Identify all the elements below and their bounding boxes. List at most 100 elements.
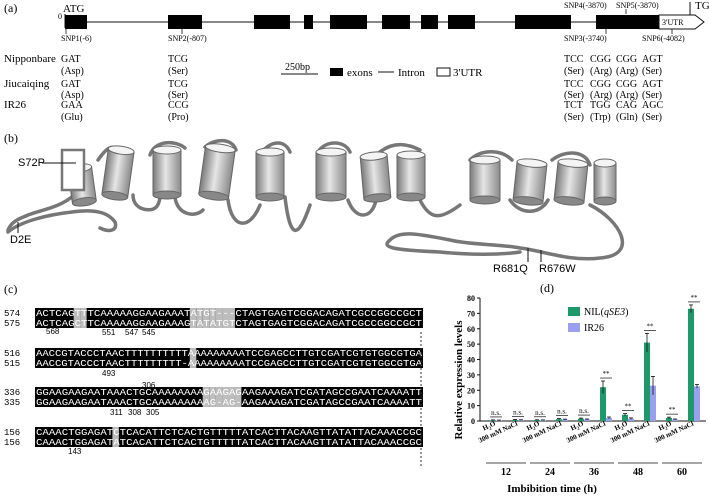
snp1-label: SNP1(-6)	[61, 34, 92, 43]
position-mark: 568	[46, 327, 60, 336]
significance-label: **	[669, 406, 677, 414]
codon: GAT	[61, 79, 80, 90]
variant-highlight	[196, 308, 203, 318]
panel-c-label: (c)	[4, 282, 17, 296]
codon: TCC	[564, 79, 584, 90]
codon: TCC	[564, 54, 584, 65]
variant-highlight	[228, 397, 235, 407]
position-mark: 306	[142, 381, 156, 390]
variant-highlight	[189, 308, 197, 318]
codon: CCG	[168, 100, 189, 111]
amino-acid: (Ser)	[642, 112, 662, 123]
bar-ir26	[672, 419, 678, 421]
legend-utr-label: 3'UTR	[453, 67, 483, 79]
amino-acid: (Pro)	[168, 112, 189, 123]
variety-nipponbare: Nipponbare	[4, 53, 56, 65]
amino-acid: (Ser)	[642, 66, 662, 77]
variety-ir26: IR26	[4, 99, 27, 111]
panel-c-alignment: (c) 574 ACTCAGTTTCAAAAAGGAAGAAATATGT---CT…	[4, 282, 423, 468]
panel-a-label: (a)	[4, 1, 17, 15]
amino-acid: (Ser)	[642, 90, 662, 101]
variant-highlight	[202, 387, 210, 397]
codon: CAG	[616, 100, 637, 111]
variant-highlight	[73, 308, 81, 318]
n-terminal-tail	[6, 209, 118, 234]
variant-highlight	[215, 387, 223, 397]
y-axis-title: Relative expression levels	[453, 320, 465, 440]
variant-highlight	[73, 318, 81, 328]
seq-text: CAAACTGGAGATCTCACATTCTCACTGTTTTTATCACTTA…	[36, 428, 422, 438]
variant-highlight	[209, 397, 216, 407]
codon: AGT	[642, 54, 663, 65]
seq-text: GGAAGAAGAATAAACTGCAAAAAAAAGAAGAGAAGAAAGA…	[36, 388, 422, 398]
bar-nil	[666, 417, 672, 421]
group-label: 24	[545, 467, 555, 478]
snp4-label: SNP4(-3870)	[564, 1, 607, 10]
c-terminal-tail	[385, 203, 624, 261]
utr-box-label: 3'UTR	[662, 18, 684, 27]
seq-number: 335	[4, 398, 20, 408]
variant-highlight	[112, 437, 119, 447]
bar-ir26	[584, 419, 590, 421]
amino-acid: (Glu)	[61, 112, 83, 123]
amino-acid: (Asp)	[61, 66, 84, 77]
helix-10	[512, 158, 548, 206]
legend-utr-swatch	[436, 67, 451, 77]
snp6-label: SNP6(-4082)	[642, 34, 685, 43]
bar-ir26	[650, 385, 656, 421]
exon-10	[596, 15, 659, 29]
amino-acid: (Ser)	[168, 66, 188, 77]
codon-table: GAT(Asp)GAT(Asp)GAA(Glu)TCG(Ser)TCG(Ser)…	[61, 54, 663, 123]
legend-intron-label: Intron	[398, 67, 425, 79]
backbone-loops	[6, 138, 592, 232]
bar-nil	[534, 420, 540, 421]
helix-6	[315, 147, 347, 202]
amino-acid: (Gln)	[616, 112, 638, 123]
seq-text: AACCGTACCCTAACTTTTTTTTT-AAAAAAAAATCCGAGC…	[36, 359, 423, 369]
helix-11	[553, 158, 589, 206]
seq-text: ACTCAGTTTCAAAAAGGAAGAAATATGT---CTAGTGAGT…	[36, 309, 422, 319]
significance-label: **	[625, 403, 633, 411]
helix-8	[396, 150, 426, 202]
atg-label: ATG	[63, 3, 84, 15]
significance-label: n.s.	[579, 407, 589, 415]
bar-ir26	[694, 386, 700, 421]
y-tick-label: 60	[467, 325, 475, 334]
position-mark: 143	[68, 447, 82, 456]
significance-label: n.s.	[557, 408, 567, 416]
exon-9	[515, 15, 571, 29]
y-tick-label: 80	[467, 294, 475, 303]
seq-number: 515	[4, 359, 20, 369]
legend-label: IR26	[584, 323, 604, 334]
variant-highlight	[228, 387, 235, 397]
seq-number: 575	[4, 319, 20, 329]
variant-highlight	[209, 308, 216, 318]
significance-label: **	[691, 294, 699, 302]
exon-1	[65, 15, 87, 29]
legend-exon-swatch	[330, 68, 343, 76]
amino-acid: (Arg)	[590, 66, 612, 77]
panel-d-label: (d)	[540, 281, 554, 295]
y-tick-label: 50	[467, 340, 475, 349]
seq-bar	[35, 427, 423, 437]
bar-nil	[556, 419, 562, 421]
alignment-blocks: 574 ACTCAGTTTCAAAAAGGAAGAAATATGT---CTAGTG…	[4, 308, 423, 456]
seq-bar	[35, 437, 423, 447]
bar-ir26	[518, 420, 524, 421]
mutation-s72p: S72P	[18, 157, 45, 169]
tga-label: TGA	[695, 0, 709, 12]
bar-nil	[688, 308, 694, 421]
snp3-label: SNP3(-3740)	[564, 34, 607, 43]
seq-number: 574	[4, 309, 20, 319]
bar-nil	[578, 418, 584, 421]
variant-highlight	[215, 308, 223, 318]
amino-acid: (Ser)	[168, 90, 188, 101]
helix-outline	[60, 148, 86, 192]
panel-b-protein-topology: (b) S72P D2E R681Q R676W	[4, 131, 624, 275]
helix-3	[152, 145, 182, 200]
codon: TGG	[590, 100, 611, 111]
seq-number: 516	[4, 349, 20, 359]
exon-4	[304, 15, 313, 29]
exon-8	[448, 15, 475, 29]
codon: GAT	[61, 54, 80, 65]
